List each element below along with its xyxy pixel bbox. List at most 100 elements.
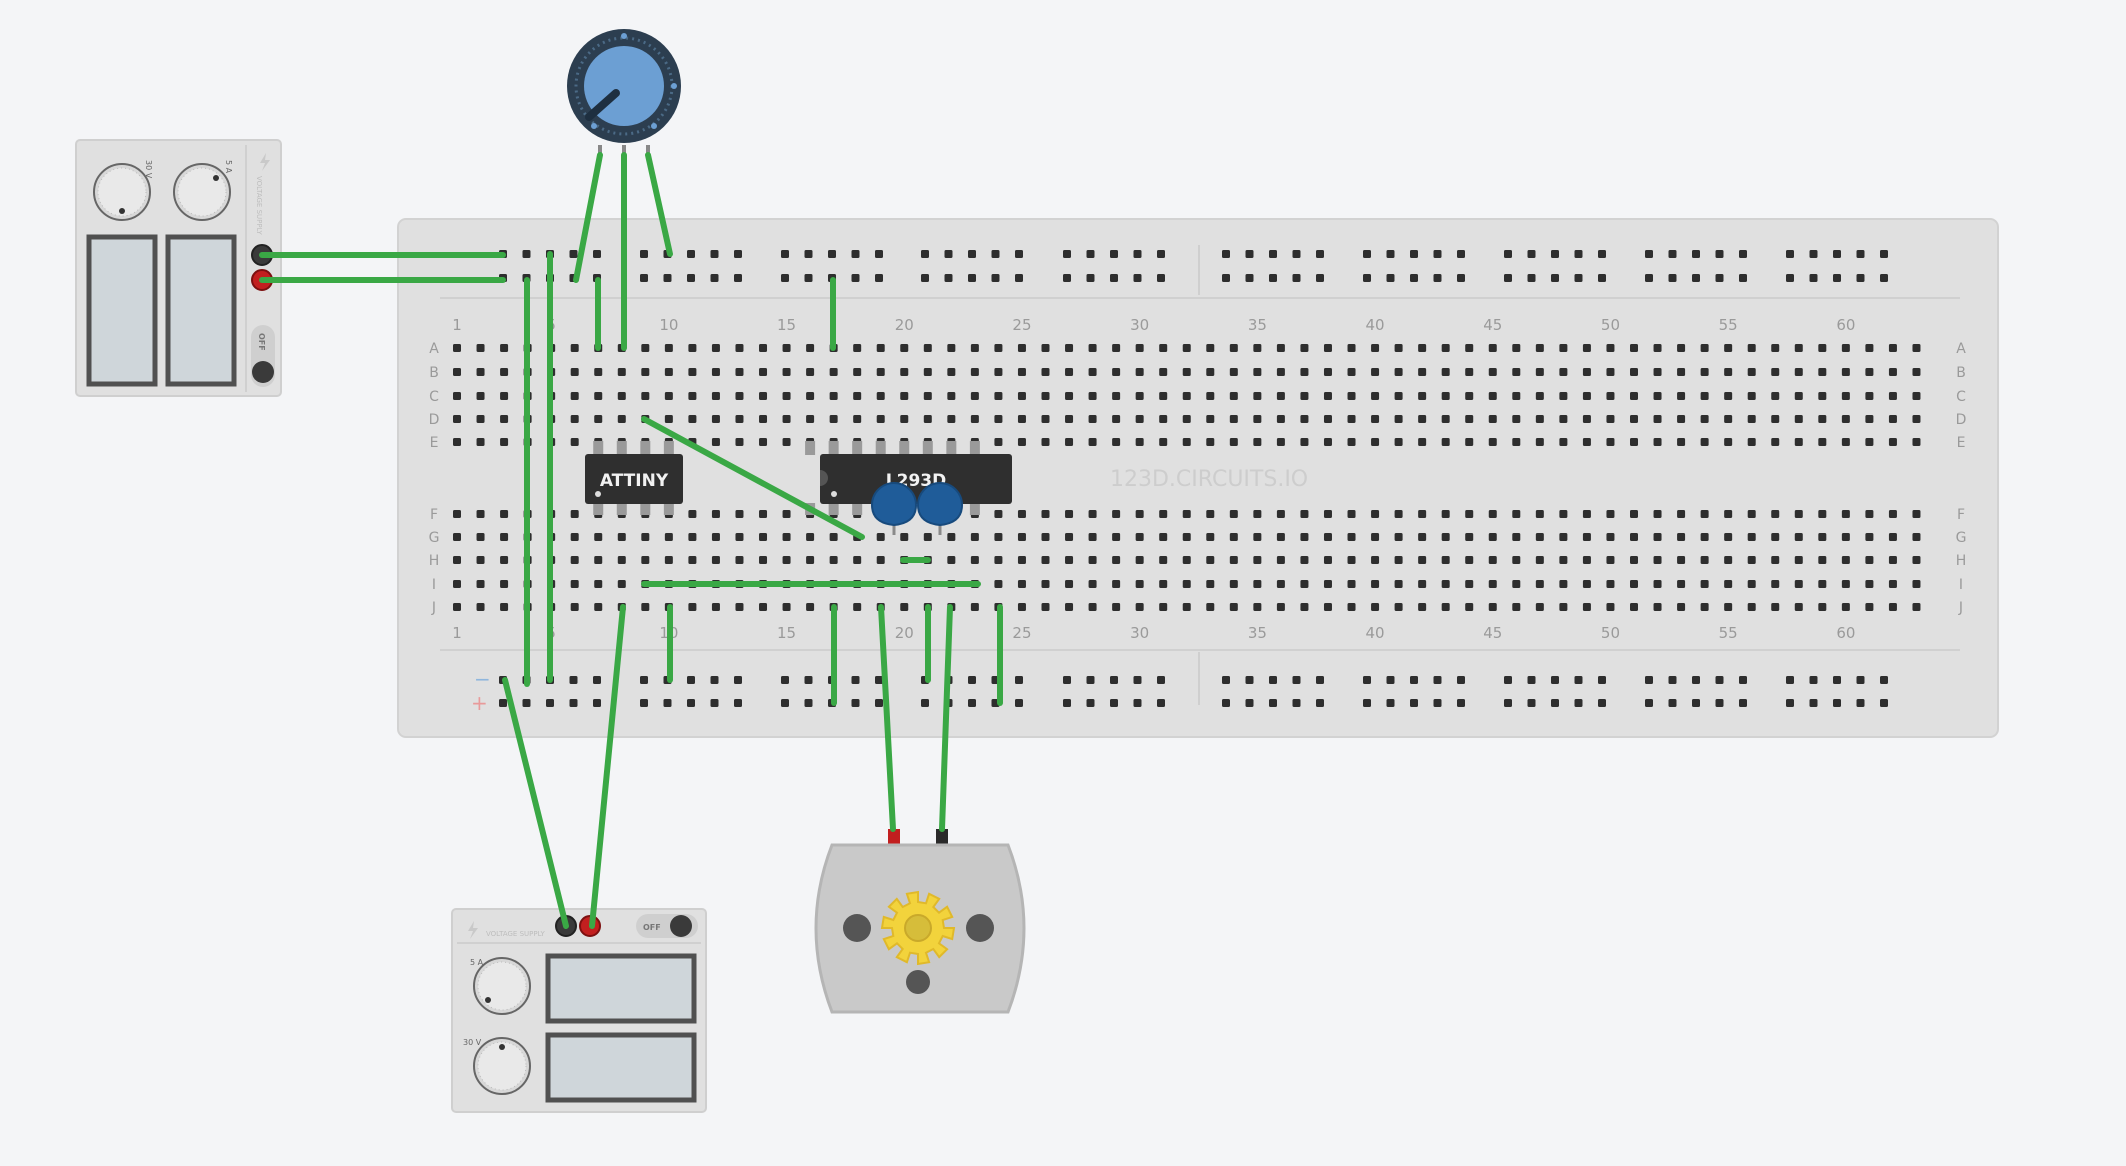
- breadboard-hole[interactable]: [500, 603, 509, 611]
- breadboard-hole[interactable]: [476, 392, 485, 400]
- breadboard-hole[interactable]: [1809, 250, 1818, 258]
- breadboard-hole[interactable]: [921, 274, 929, 282]
- breadboard-hole[interactable]: [1630, 344, 1638, 352]
- breadboard-hole[interactable]: [1017, 368, 1026, 376]
- breadboard-hole[interactable]: [1574, 274, 1583, 282]
- breadboard-hole[interactable]: [781, 676, 789, 684]
- breadboard-hole[interactable]: [734, 699, 742, 707]
- breadboard-hole[interactable]: [876, 415, 885, 423]
- breadboard-hole[interactable]: [710, 274, 719, 282]
- breadboard-hole[interactable]: [1771, 392, 1780, 400]
- breadboard-hole[interactable]: [968, 676, 976, 684]
- breadboard-hole[interactable]: [1159, 344, 1168, 352]
- breadboard-hole[interactable]: [1063, 699, 1071, 707]
- breadboard-hole[interactable]: [569, 699, 578, 707]
- breadboard-hole[interactable]: [944, 250, 953, 258]
- breadboard-hole[interactable]: [546, 699, 554, 707]
- breadboard-hole[interactable]: [1535, 368, 1544, 376]
- breadboard-hole[interactable]: [1747, 344, 1756, 352]
- breadboard-hole[interactable]: [1504, 250, 1512, 258]
- breadboard-hole[interactable]: [1323, 344, 1332, 352]
- breadboard-hole[interactable]: [853, 392, 862, 400]
- breadboard-hole[interactable]: [664, 368, 673, 376]
- breadboard-hole[interactable]: [1292, 274, 1301, 282]
- breadboard-hole[interactable]: [1465, 603, 1474, 611]
- breadboard-hole[interactable]: [500, 415, 509, 423]
- breadboard-hole[interactable]: [1300, 368, 1309, 376]
- breadboard-hole[interactable]: [710, 699, 719, 707]
- breadboard-hole[interactable]: [1394, 438, 1403, 446]
- breadboard-hole[interactable]: [1488, 368, 1497, 376]
- breadboard-hole[interactable]: [1418, 368, 1427, 376]
- breadboard-hole[interactable]: [806, 368, 815, 376]
- breadboard-hole[interactable]: [1041, 392, 1050, 400]
- breadboard-hole[interactable]: [1677, 415, 1686, 423]
- breadboard-hole[interactable]: [1888, 580, 1897, 588]
- breadboard-hole[interactable]: [1488, 510, 1497, 518]
- breadboard-hole[interactable]: [1747, 580, 1756, 588]
- breadboard-hole[interactable]: [1833, 699, 1841, 707]
- breadboard-hole[interactable]: [617, 392, 626, 400]
- breadboard-hole[interactable]: [1157, 274, 1165, 282]
- breadboard-hole[interactable]: [1606, 510, 1615, 518]
- wire[interactable]: [573, 152, 603, 283]
- breadboard-hole[interactable]: [617, 580, 626, 588]
- breadboard-hole[interactable]: [453, 368, 461, 376]
- breadboard-hole[interactable]: [759, 392, 768, 400]
- breadboard-hole[interactable]: [688, 392, 697, 400]
- breadboard-hole[interactable]: [1292, 676, 1301, 684]
- breadboard-hole[interactable]: [1394, 580, 1403, 588]
- breadboard-hole[interactable]: [710, 250, 719, 258]
- breadboard-hole[interactable]: [1653, 392, 1662, 400]
- breadboard-hole[interactable]: [1809, 676, 1818, 684]
- breadboard-hole[interactable]: [1347, 392, 1356, 400]
- breadboard-hole[interactable]: [1245, 250, 1254, 258]
- breadboard-hole[interactable]: [1818, 533, 1827, 541]
- breadboard-hole[interactable]: [1323, 438, 1332, 446]
- breadboard-hole[interactable]: [1724, 368, 1733, 376]
- breadboard-hole[interactable]: [1786, 250, 1794, 258]
- wire[interactable]: [641, 416, 865, 540]
- breadboard-hole[interactable]: [1135, 415, 1144, 423]
- breadboard-hole[interactable]: [1559, 438, 1568, 446]
- breadboard-hole[interactable]: [1017, 603, 1026, 611]
- breadboard-hole[interactable]: [1276, 392, 1285, 400]
- breadboard-hole[interactable]: [1159, 510, 1168, 518]
- breadboard-hole[interactable]: [968, 699, 976, 707]
- breadboard-hole[interactable]: [1276, 603, 1285, 611]
- breadboard-hole[interactable]: [1700, 533, 1709, 541]
- breadboard-hole[interactable]: [664, 533, 673, 541]
- breadboard-hole[interactable]: [1418, 510, 1427, 518]
- breadboard-hole[interactable]: [1441, 556, 1450, 564]
- breadboard-hole[interactable]: [804, 250, 813, 258]
- breadboard-hole[interactable]: [1253, 533, 1262, 541]
- breadboard-hole[interactable]: [1316, 676, 1324, 684]
- breadboard-hole[interactable]: [453, 556, 461, 564]
- breadboard-hole[interactable]: [1112, 344, 1121, 352]
- breadboard-hole[interactable]: [1112, 438, 1121, 446]
- breadboard-hole[interactable]: [1512, 533, 1521, 541]
- breadboard-hole[interactable]: [1582, 368, 1591, 376]
- breadboard-hole[interactable]: [923, 368, 932, 376]
- breadboard-hole[interactable]: [688, 368, 697, 376]
- breadboard-hole[interactable]: [1677, 580, 1686, 588]
- breadboard-hole[interactable]: [806, 344, 815, 352]
- breadboard-hole[interactable]: [1159, 533, 1168, 541]
- breadboard-hole[interactable]: [688, 556, 697, 564]
- breadboard-hole[interactable]: [1112, 392, 1121, 400]
- breadboard-hole[interactable]: [1112, 368, 1121, 376]
- breadboard-hole[interactable]: [1865, 344, 1874, 352]
- breadboard-hole[interactable]: [1065, 415, 1074, 423]
- breadboard-hole[interactable]: [453, 603, 461, 611]
- breadboard-hole[interactable]: [1809, 699, 1818, 707]
- breadboard-hole[interactable]: [1700, 415, 1709, 423]
- breadboard-hole[interactable]: [1065, 368, 1074, 376]
- breadboard-hole[interactable]: [759, 533, 768, 541]
- breadboard-hole[interactable]: [1833, 274, 1841, 282]
- breadboard-hole[interactable]: [1574, 250, 1583, 258]
- breadboard-hole[interactable]: [994, 368, 1003, 376]
- breadboard-hole[interactable]: [1112, 415, 1121, 423]
- breadboard-hole[interactable]: [1818, 510, 1827, 518]
- breadboard-hole[interactable]: [476, 415, 485, 423]
- breadboard-hole[interactable]: [1433, 250, 1442, 258]
